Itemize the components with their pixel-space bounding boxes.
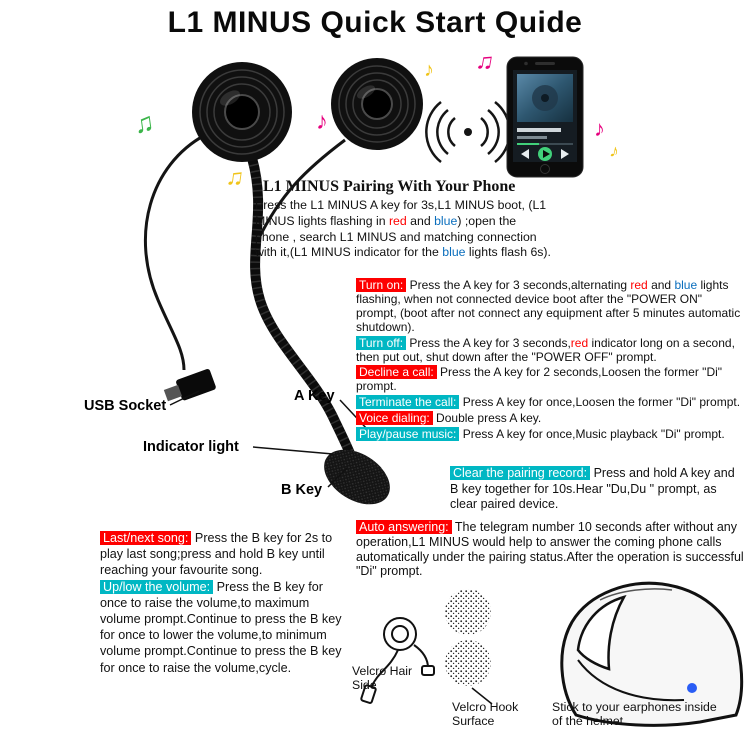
helmet-led-dot — [687, 683, 697, 693]
volume-badge: Up/low the volume: — [100, 579, 214, 594]
instruction-decline-call: Decline a call: Press the A key for 2 se… — [356, 365, 744, 394]
music-note-icon: ♪ — [608, 140, 621, 162]
velcro-hair-circle — [445, 589, 491, 635]
instruction-terminate-call: Terminate the call: Press A key for once… — [356, 395, 744, 410]
usb-socket-label: USB Socket — [84, 398, 167, 414]
instruction-text: and — [647, 278, 675, 292]
pairing-run: and — [406, 213, 435, 228]
voice-dialing-badge: Voice dialing: — [356, 411, 433, 426]
stick-note-label: Stick to your earphones inside of the he… — [552, 700, 717, 728]
pairing-run-blue: blue — [434, 213, 458, 228]
instruction-text-blue: blue — [674, 278, 698, 292]
instruction-text: The telegram number 10 seconds after wit… — [356, 520, 744, 579]
instruction-text: lights flashing, when not connected devi… — [356, 278, 741, 334]
pairing-heading: L1 MINUS Pairing With Your Phone — [263, 178, 516, 195]
usb-plug-graphic — [163, 369, 216, 402]
clear-pairing-block: Clear the pairing record: Press and hold… — [450, 466, 742, 513]
play-pause-badge: Play/pause music: — [356, 427, 460, 442]
a-key-label: A Key — [294, 388, 335, 404]
key-functions-list: Turn on: Press the A key for 3 seconds,a… — [356, 278, 744, 444]
pairing-run-blue: blue — [442, 245, 466, 260]
instruction-text-red: red — [570, 335, 589, 350]
clear-pairing-badge: Clear the pairing record: — [450, 466, 591, 480]
b-key-label: B Key — [281, 482, 323, 498]
velcro-hair-label: Velcro Hair Side — [352, 664, 413, 692]
velcro-hook-circle — [445, 640, 491, 686]
instruction-play-pause: Play/pause music: Press A key for once,M… — [356, 427, 744, 442]
velcro-hook-label: Velcro Hook Surface — [452, 700, 519, 728]
page-title: L1 MINUS Quick Start Quide — [167, 6, 583, 39]
instruction-volume: Up/low the volume: Press the B key for o… — [100, 579, 352, 676]
auto-answering-badge: Auto answering: — [356, 520, 452, 534]
wireless-signal-icon — [425, 101, 511, 163]
terminate-call-badge: Terminate the call: — [356, 395, 460, 410]
music-note-icon: ♫ — [224, 162, 246, 193]
instruction-text: Press the A key for 2 seconds,Loosen the… — [356, 365, 723, 394]
instruction-text-red: red — [630, 278, 648, 292]
last-next-song-badge: Last/next song: — [100, 531, 192, 545]
music-note-icon: ♪ — [424, 59, 434, 81]
auto-answering-block: Auto answering: The telegram number 10 s… — [356, 520, 746, 579]
instruction-text: Press A key for once,Loosen the former "… — [459, 395, 741, 410]
signal-dot — [464, 128, 472, 136]
turn-off-badge: Turn off: — [356, 335, 407, 350]
instruction-text: Press and hold A key and B key together … — [450, 466, 735, 511]
indicator-light-label: Indicator light — [143, 439, 239, 455]
instruction-text: Press the B key for 2s to play last song… — [100, 531, 333, 578]
music-note-icon: ♫ — [473, 46, 497, 77]
music-note-icon: ♪ — [594, 116, 605, 141]
music-note-icon: ♪ — [316, 108, 328, 135]
instruction-text: Double press A key. — [432, 411, 542, 426]
microphone-foam — [324, 449, 390, 505]
instruction-turn-on: Turn on: Press the A key for 3 seconds,a… — [356, 278, 744, 335]
phone-graphic — [506, 56, 584, 178]
instruction-text: indicator long on a second, then put out… — [356, 335, 735, 364]
pairing-body: Press the L1 MINUS A key for 3s,L1 MINUS… — [255, 198, 553, 261]
pairing-run-red: red — [388, 213, 407, 228]
left-speaker-graphic — [192, 62, 292, 162]
instruction-voice-dialing: Voice dialing: Double press A key. — [356, 411, 744, 426]
pairing-run: lights flash 6s). — [465, 245, 551, 260]
decline-call-badge: Decline a call: — [356, 365, 437, 380]
instruction-text: Press the A key for 3 seconds,alternatin… — [406, 278, 631, 292]
instruction-text: Press the A key for 3 seconds, — [406, 335, 571, 350]
instruction-last-next-song: Last/next song: Press the B key for 2s t… — [100, 530, 352, 579]
turn-on-badge: Turn on: — [356, 278, 407, 292]
music-note-icon: ♫ — [131, 106, 157, 140]
instruction-text: Press the B key for once to raise the vo… — [100, 579, 342, 675]
instruction-turn-off: Turn off: Press the A key for 3 seconds,… — [356, 335, 744, 365]
instruction-text: Press A key for once,Music playback "Di"… — [459, 427, 725, 442]
b-key-functions-list: Last/next song: Press the B key for 2s t… — [100, 530, 352, 676]
right-speaker-graphic — [331, 58, 423, 150]
